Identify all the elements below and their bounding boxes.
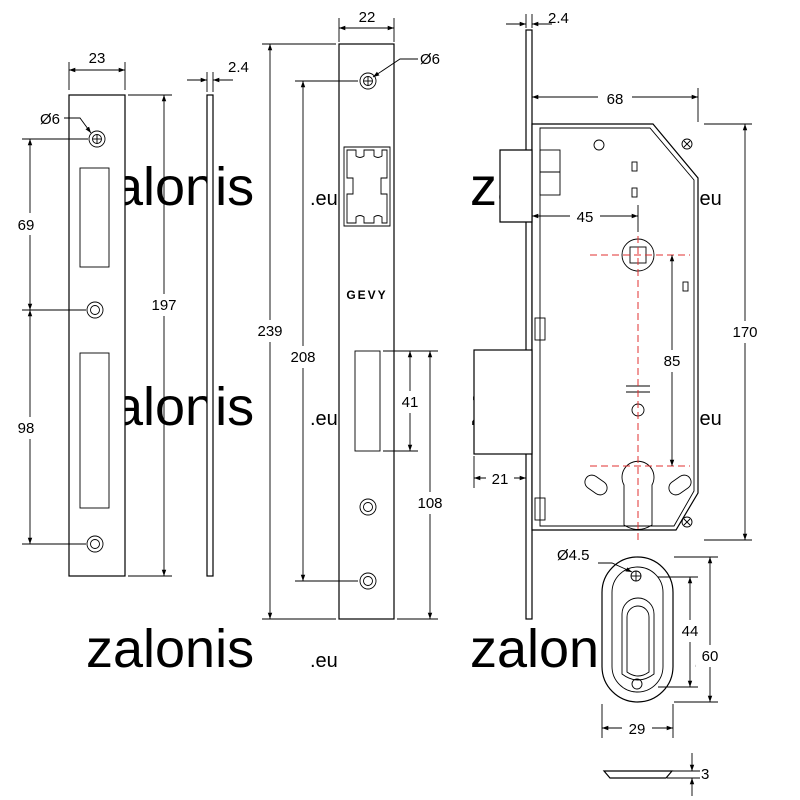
dimension-label: 41 [402, 394, 419, 411]
dimension-label: 2.4 [228, 59, 249, 76]
front-plate-side-view: 2.4 [187, 59, 249, 577]
escutcheon-cylinder-cutout [626, 605, 650, 677]
latch-opening [79, 167, 110, 268]
dimension-label: 239 [257, 323, 282, 340]
watermark-domain: .eu [694, 188, 722, 210]
strike-plate-outline [338, 43, 395, 620]
screw-hole [681, 516, 693, 528]
watermark-domain: .eu [310, 650, 338, 672]
latch-strike-opening [354, 350, 381, 452]
deadbolt-opening [79, 352, 110, 509]
dimension-label: 22 [359, 9, 376, 26]
cylinder-cutout [621, 460, 655, 530]
screw-hole [359, 72, 377, 90]
dimension-label: 23 [89, 50, 106, 67]
escutcheon-view: Ø4.5 44 60 29 3 [557, 547, 724, 796]
dimension-label: 21 [492, 471, 509, 488]
brand-stamp: GEVY [346, 288, 387, 302]
deadbolt-strike-opening [346, 149, 388, 224]
dimension-label: 208 [290, 349, 315, 366]
lock-case-outline [531, 123, 699, 531]
dimension-label: 2.4 [548, 10, 569, 27]
screw-hole [359, 498, 377, 516]
front-plate-view: 23 Ø6 69 98 197 [12, 50, 182, 577]
watermark-domain: .eu [694, 408, 722, 430]
dimension-label: 68 [607, 91, 624, 108]
deadbolt [473, 349, 533, 455]
dimension-label: 29 [629, 721, 646, 738]
watermark-brand: zalonis [86, 619, 254, 679]
dimension-label: 60 [702, 648, 719, 665]
watermark-domain: .eu [310, 408, 338, 430]
dimension-label: 108 [417, 495, 442, 512]
front-plate-outline [68, 94, 126, 577]
screw-hole [681, 138, 693, 150]
dimension-label: 98 [18, 420, 35, 437]
dimension-label: Ø6 [420, 51, 440, 68]
screw-hole [630, 570, 642, 582]
dimension-label: 69 [18, 217, 35, 234]
dimension-label: 197 [151, 297, 176, 314]
screw-hole [86, 535, 104, 553]
escutcheon-outline [601, 556, 674, 703]
dimension-label: 44 [682, 623, 699, 640]
dimension-label: Ø6 [40, 111, 60, 128]
dimension-label: 3 [701, 766, 709, 783]
watermark-domain: .eu [310, 188, 338, 210]
dimension-label: Ø4.5 [557, 547, 590, 564]
lock-body-view: 2.4 68 45 170 85 21 [473, 10, 763, 620]
escutcheon-side-profile [602, 770, 674, 779]
dimension-label: 45 [577, 209, 594, 226]
screw-hole [359, 572, 377, 590]
screw-hole [631, 678, 643, 690]
screw-hole [88, 130, 106, 148]
lock-faceplate-side [525, 29, 533, 620]
screw-hole [86, 301, 104, 319]
latch-bolt [499, 149, 533, 223]
dimension-label: 170 [732, 324, 757, 341]
plate-side-outline [206, 94, 214, 577]
dimension-label: 85 [664, 353, 681, 370]
strike-plate-view: GEVY 22 Ø6 239 208 41 [252, 9, 448, 620]
